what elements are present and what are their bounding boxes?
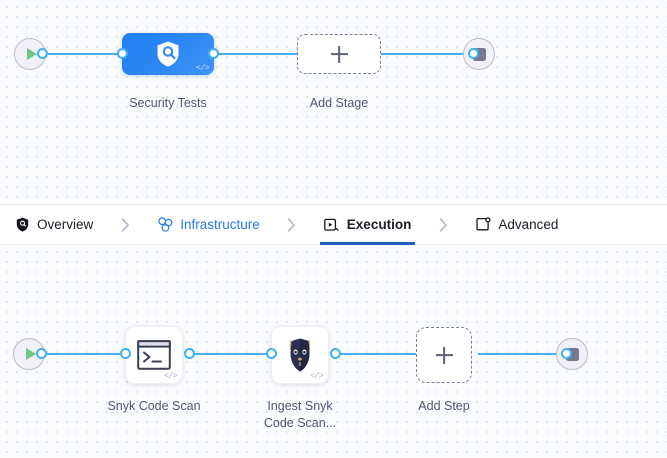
stage-label-add-stage: Add Stage xyxy=(309,96,369,110)
step-label-ingest-snyk-code-scan: Ingest Snyk Code Scan... xyxy=(240,398,360,432)
step-label-add-step: Add Step xyxy=(418,399,470,413)
tab-separator-1 xyxy=(97,217,153,232)
tab-label-overview: Overview xyxy=(37,217,94,232)
advanced-gear-icon xyxy=(475,217,491,233)
execution-step-canvas[interactable]: </> </> xyxy=(0,245,667,458)
terminal-icon xyxy=(137,340,171,370)
edge-step2-to-addstep xyxy=(335,353,417,355)
plus-icon xyxy=(436,347,453,364)
port-step2-in[interactable] xyxy=(266,348,277,359)
code-badge-icon: </> xyxy=(196,64,209,73)
port-step1-out[interactable] xyxy=(184,348,195,359)
security-shield-scan-icon xyxy=(157,41,179,67)
step-label-snyk-code-scan: Snyk Code Scan xyxy=(107,399,201,413)
code-badge-icon: </> xyxy=(164,372,177,381)
step-label-line1: Ingest Snyk xyxy=(267,399,333,413)
shield-icon xyxy=(14,217,30,233)
port-step1-in[interactable] xyxy=(120,348,131,359)
code-badge-icon: </> xyxy=(310,372,323,381)
port-end-in[interactable] xyxy=(468,48,479,59)
add-step-node[interactable] xyxy=(416,327,472,383)
stage-node-security-tests[interactable]: </> xyxy=(122,33,214,75)
edge-addstep-to-end xyxy=(478,353,568,355)
port-stage-in[interactable] xyxy=(117,48,128,59)
edge-start-to-step1 xyxy=(40,353,130,355)
chevron-right-icon xyxy=(121,217,129,232)
port-start-out[interactable] xyxy=(37,48,48,59)
step-node-ingest-snyk-code-scan[interactable]: </> xyxy=(271,326,329,384)
edge-stage-to-addstage xyxy=(205,53,310,55)
tab-advanced[interactable]: Advanced xyxy=(471,204,562,245)
play-icon xyxy=(26,48,37,60)
execution-play-icon xyxy=(324,217,340,233)
tab-execution[interactable]: Execution xyxy=(319,204,416,245)
tab-separator-3 xyxy=(415,217,471,232)
port-step2-out[interactable] xyxy=(330,348,341,359)
port-exec-start-out[interactable] xyxy=(36,348,47,359)
play-icon xyxy=(25,348,36,360)
edge-addstage-to-end xyxy=(375,53,475,55)
pipeline-section-tabs[interactable]: Overview Infrastructure xyxy=(0,204,667,245)
tab-label-execution: Execution xyxy=(346,217,412,232)
snyk-dog-icon xyxy=(290,338,310,372)
plus-icon xyxy=(331,46,348,63)
add-stage-node[interactable] xyxy=(297,34,381,74)
pipeline-start-node[interactable] xyxy=(14,38,46,70)
tab-separator-2 xyxy=(264,217,320,232)
tab-label-infrastructure: Infrastructure xyxy=(180,217,260,232)
chevron-right-icon xyxy=(287,217,296,232)
port-stage-out[interactable] xyxy=(208,48,219,59)
step-node-snyk-code-scan[interactable]: </> xyxy=(125,326,183,384)
stage-label-security-tests: Security Tests xyxy=(129,96,207,110)
port-exec-end-in[interactable] xyxy=(561,348,572,359)
edge-step1-to-step2 xyxy=(190,353,280,355)
chevron-right-icon xyxy=(439,217,447,232)
tab-overview[interactable]: Overview xyxy=(10,204,97,245)
tab-label-advanced: Advanced xyxy=(498,217,559,232)
stage-canvas[interactable]: </> Security Tests Add Stage xyxy=(0,0,667,204)
edge-start-to-stage xyxy=(40,53,135,55)
infrastructure-icon xyxy=(157,217,173,233)
step-label-line2: Code Scan... xyxy=(263,416,337,430)
tab-infrastructure[interactable]: Infrastructure xyxy=(153,204,264,245)
